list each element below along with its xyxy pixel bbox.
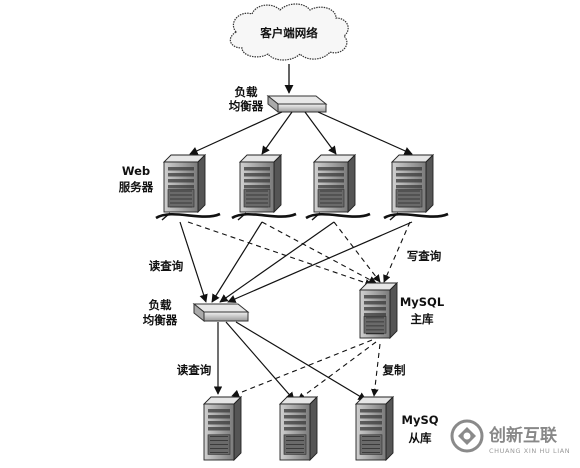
write-queries-label: 写查询	[407, 249, 442, 263]
client-network-label: 客户端网络	[259, 26, 318, 40]
mysql-slave-1	[202, 395, 243, 462]
db-balancer-label-2: 均衡器	[143, 313, 178, 327]
top-load-balancer	[266, 94, 328, 114]
mysql-slave-servers	[202, 395, 395, 462]
balancer-to-web-arrows	[189, 111, 413, 155]
watermark: 创新互联 CHUANG XIN HU LIAN	[440, 404, 580, 468]
mysql-slaves-label-2: 从库	[409, 431, 432, 445]
web-server-1	[155, 153, 221, 221]
web-servers	[155, 153, 449, 221]
replication-label: 复制	[382, 363, 406, 377]
mysql-slave-3	[354, 395, 395, 462]
web-server-2	[231, 153, 297, 221]
mysql-slave-2	[278, 395, 319, 462]
db-balancer-label-1: 负载	[149, 298, 172, 312]
client-network-cloud: 客户端网络	[229, 3, 349, 61]
watermark-brand-cn: 创新互联	[488, 425, 557, 446]
watermark-brand-en: CHUANG XIN HU LIAN	[489, 447, 570, 455]
web-server-3	[305, 153, 371, 221]
top-balancer-label-2: 均衡器	[229, 99, 264, 113]
mysql-master-tower	[358, 281, 399, 340]
db-load-balancer	[192, 302, 250, 323]
balancer-to-slave-arrows	[213, 321, 367, 401]
write-query-arrows	[187, 221, 411, 287]
web-tier-label-1: Web	[122, 164, 150, 178]
mysql-master-label-2: 主库	[411, 312, 434, 326]
web-tier-label-2: 服务器	[119, 180, 154, 194]
mysql-master-server	[358, 281, 399, 340]
replication-arrows	[231, 339, 381, 401]
top-balancer-label-1: 负载	[235, 85, 258, 99]
read-queries-lower-label: 读查询	[177, 363, 212, 377]
brand-logo-icon	[450, 419, 484, 453]
mysql-master-label-1: MySQL	[400, 295, 445, 309]
read-query-arrows	[179, 221, 413, 303]
mysql-slaves-label-1: MySQ	[402, 413, 439, 427]
web-server-4	[383, 153, 449, 221]
read-queries-upper-label: 读查询	[149, 259, 184, 273]
